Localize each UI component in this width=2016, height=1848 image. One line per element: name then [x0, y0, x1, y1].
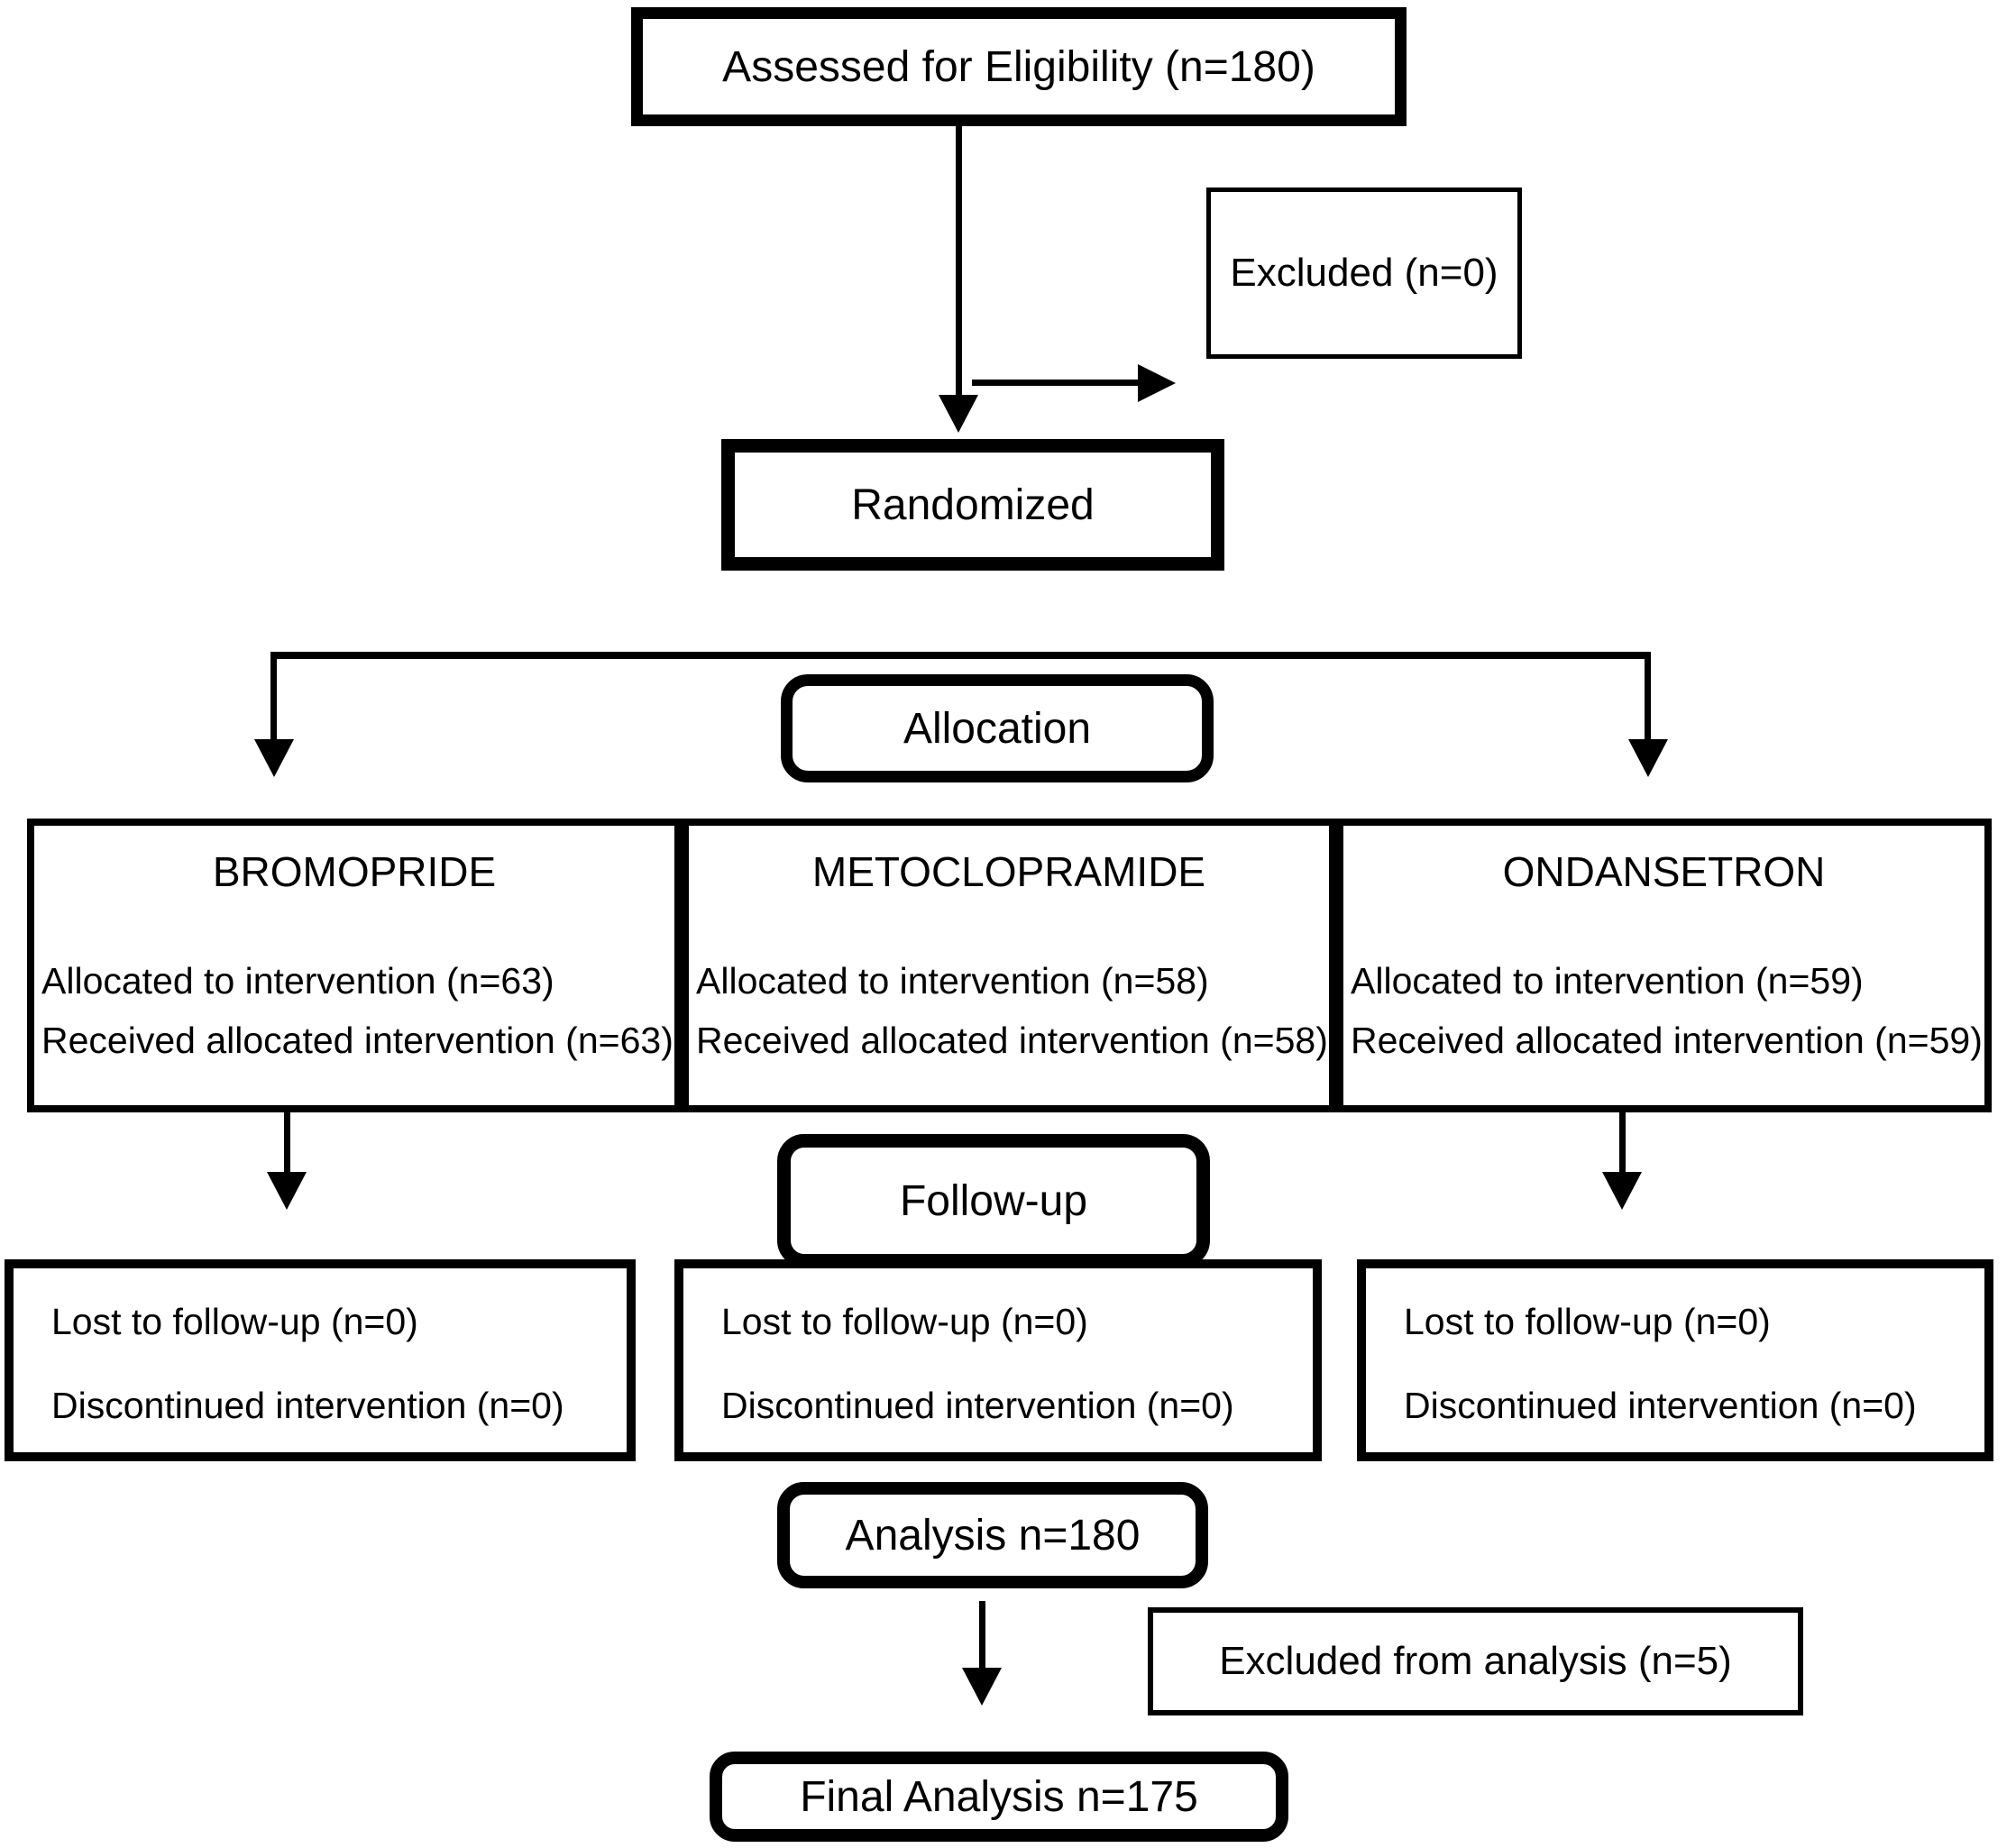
final-analysis-box: Final Analysis n=175: [710, 1752, 1288, 1842]
arm-allocated-line: Allocated to intervention (n=59): [1351, 960, 1864, 1002]
connector-to-excluded-line: [972, 380, 1140, 386]
arm-allocated-line: Allocated to intervention (n=63): [41, 960, 554, 1002]
arm-received-line: Received allocated intervention (n=59): [1351, 1019, 1983, 1061]
arrowhead-down-icon: [1628, 739, 1668, 777]
connector-arm-right-line: [1619, 1112, 1626, 1177]
arrowhead-right-icon: [1138, 364, 1176, 402]
arm-details: Allocated to intervention (n=63) Receive…: [34, 952, 674, 1070]
lost-to-followup-line: Lost to follow-up (n=0): [51, 1301, 418, 1342]
arrowhead-down-icon: [1602, 1172, 1642, 1210]
followup-box-ondansetron: Lost to follow-up (n=0) Discontinued int…: [1357, 1259, 1993, 1461]
arrowhead-down-icon: [939, 395, 978, 433]
arm-details: Allocated to intervention (n=58) Receive…: [689, 952, 1329, 1070]
arm-received-line: Received allocated intervention (n=58): [696, 1019, 1328, 1061]
discontinued-line: Discontinued intervention (n=0): [721, 1385, 1234, 1426]
followup-stage-box: Follow-up: [777, 1134, 1210, 1267]
connector-assessed-to-randomized-line: [956, 126, 962, 398]
followup-stage-label: Follow-up: [899, 1176, 1088, 1225]
arm-details: Allocated to intervention (n=59) Receive…: [1343, 952, 1984, 1070]
arm-title: METOCLOPRAMIDE: [811, 848, 1206, 895]
discontinued-line: Discontinued intervention (n=0): [51, 1385, 564, 1426]
excluded-label: Excluded (n=0): [1230, 251, 1498, 295]
analysis-label: Analysis n=180: [845, 1511, 1141, 1560]
randomized-box: Randomized: [721, 439, 1224, 571]
lost-to-followup-line: Lost to follow-up (n=0): [1404, 1301, 1771, 1342]
analysis-box: Analysis n=180: [777, 1482, 1208, 1588]
randomized-label: Randomized: [851, 480, 1095, 529]
arm-box-metoclopramide: METOCLOPRAMIDE Allocated to intervention…: [682, 819, 1336, 1112]
arm-box-ondansetron: ONDANSETRON Allocated to intervention (n…: [1336, 819, 1992, 1112]
allocation-stage-box: Allocation: [781, 674, 1214, 782]
branch-line: [273, 652, 1651, 659]
assessed-eligibility-label: Assessed for Eligibility (n=180): [722, 42, 1315, 91]
discontinued-line: Discontinued intervention (n=0): [1404, 1385, 1917, 1426]
lost-to-followup-line: Lost to follow-up (n=0): [721, 1301, 1088, 1342]
arrowhead-down-icon: [267, 1172, 307, 1210]
excluded-box: Excluded (n=0): [1206, 188, 1522, 359]
excluded-from-analysis-box: Excluded from analysis (n=5): [1148, 1607, 1803, 1715]
arrowhead-down-icon: [254, 739, 294, 777]
excluded-from-analysis-label: Excluded from analysis (n=5): [1219, 1639, 1732, 1683]
branch-right-drop-line: [1645, 652, 1651, 744]
followup-box-metoclopramide: Lost to follow-up (n=0) Discontinued int…: [674, 1259, 1322, 1461]
final-analysis-label: Final Analysis n=175: [800, 1772, 1198, 1821]
allocation-stage-label: Allocation: [903, 704, 1092, 753]
arm-allocated-line: Allocated to intervention (n=58): [696, 960, 1209, 1002]
branch-left-drop-line: [270, 652, 277, 744]
connector-arm-left-line: [284, 1112, 290, 1177]
arrowhead-down-icon: [962, 1668, 1002, 1706]
followup-box-bromopride: Lost to follow-up (n=0) Discontinued int…: [5, 1259, 636, 1461]
arm-received-line: Received allocated intervention (n=63): [41, 1019, 674, 1061]
connector-analysis-to-final-line: [979, 1601, 985, 1673]
assessed-eligibility-box: Assessed for Eligibility (n=180): [631, 7, 1407, 126]
arm-title: ONDANSETRON: [1502, 848, 1826, 895]
arm-box-bromopride: BROMOPRIDE Allocated to intervention (n=…: [27, 819, 682, 1112]
arm-title: BROMOPRIDE: [212, 848, 497, 895]
